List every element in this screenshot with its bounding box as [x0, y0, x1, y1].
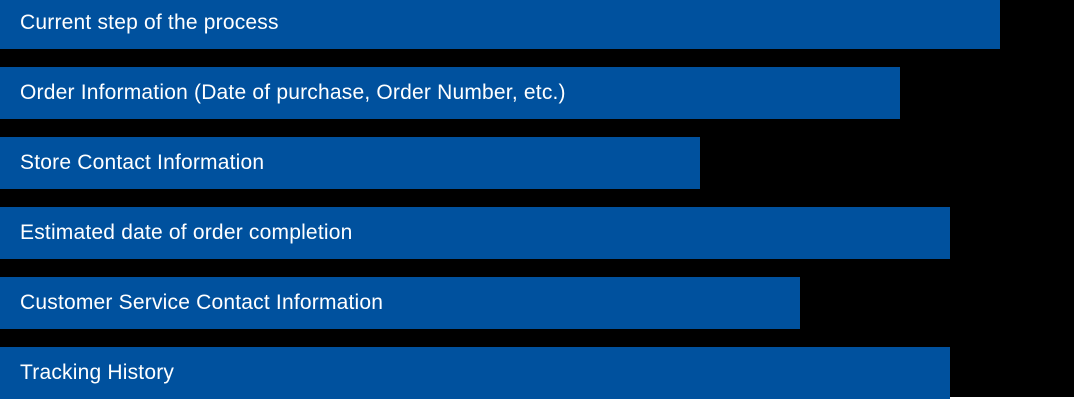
bar: Order Information (Date of purchase, Ord… — [0, 67, 900, 119]
bar: Current step of the process — [0, 0, 1000, 49]
bar-row: Estimated date of order completion — [0, 207, 1074, 277]
bar: Tracking History — [0, 347, 950, 399]
bar-row: Tracking History — [0, 347, 1074, 417]
bar-label: Order Information (Date of purchase, Ord… — [20, 81, 566, 104]
bar-label: Tracking History — [20, 361, 175, 384]
bar: Estimated date of order completion — [0, 207, 950, 259]
bar-row: Customer Service Contact Information — [0, 277, 1074, 347]
bar-label: Store Contact Information — [20, 151, 265, 174]
bar-label: Estimated date of order completion — [20, 221, 353, 244]
bar-label: Customer Service Contact Information — [20, 291, 384, 314]
bar-row: Order Information (Date of purchase, Ord… — [0, 67, 1074, 137]
bar: Store Contact Information — [0, 137, 700, 189]
bar: Customer Service Contact Information — [0, 277, 800, 329]
bar-label: Current step of the process — [20, 11, 279, 34]
bar-row: Current step of the process — [0, 0, 1074, 67]
bar-row: Store Contact Information — [0, 137, 1074, 207]
